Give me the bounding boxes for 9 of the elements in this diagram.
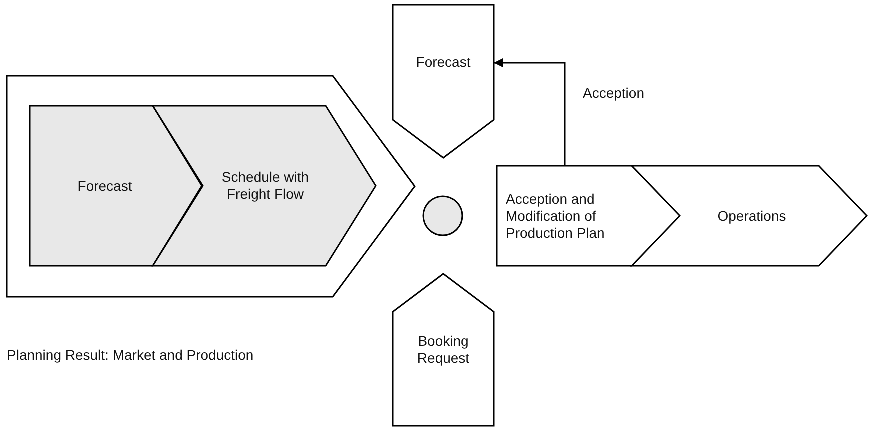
- node-label: Operations: [718, 208, 786, 224]
- node-label: Forecast: [78, 178, 132, 194]
- node-label: Booking Request: [416, 333, 471, 367]
- edge-label: Acception: [581, 84, 646, 100]
- node-label: Forecast: [416, 54, 471, 71]
- arrow: [494, 58, 566, 166]
- node-label: Schedule with Freight Flow: [220, 169, 310, 203]
- heading: Planning Result: Market and Production: [7, 346, 254, 364]
- node-label: Acception and Modification of Production Plan: [506, 190, 606, 242]
